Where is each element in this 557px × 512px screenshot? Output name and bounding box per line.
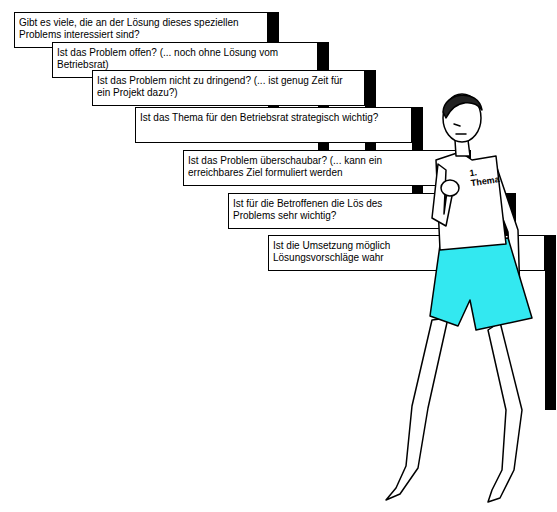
hurdle-box: Ist für die Betroffenen die Lös des Prob… — [228, 193, 505, 229]
hurdle-question: Ist die Umsetzung möglich Lösungsvorschl… — [269, 236, 415, 264]
hurdle-question: Ist das Problem offen? (... noch ohne Lö… — [53, 43, 309, 71]
hurdle-box: Ist das Thema für den Betriebsrat strate… — [135, 107, 412, 143]
hurdle-box: Ist die Umsetzung möglich Lösungsvorschl… — [268, 235, 545, 271]
hurdle-post — [545, 235, 556, 410]
hurdle-question: Gibt es viele, die an der Lösung dieses … — [15, 13, 269, 41]
hurdle-question: Ist das Problem überschaubar? (... kann … — [184, 151, 410, 179]
hurdle-question: Ist das Thema für den Betriebsrat strate… — [136, 108, 395, 124]
hurdle-box: Ist das Problem nicht zu dringend? (... … — [92, 70, 365, 106]
hurdle-question: Ist das Problem nicht zu dringend? (... … — [93, 71, 352, 99]
hurdle-box: Ist das Problem überschaubar? (... kann … — [183, 150, 460, 186]
shirt-number: 1. Thema — [469, 164, 503, 188]
hurdle-question: Ist für die Betroffenen die Lös des Prob… — [229, 194, 405, 222]
